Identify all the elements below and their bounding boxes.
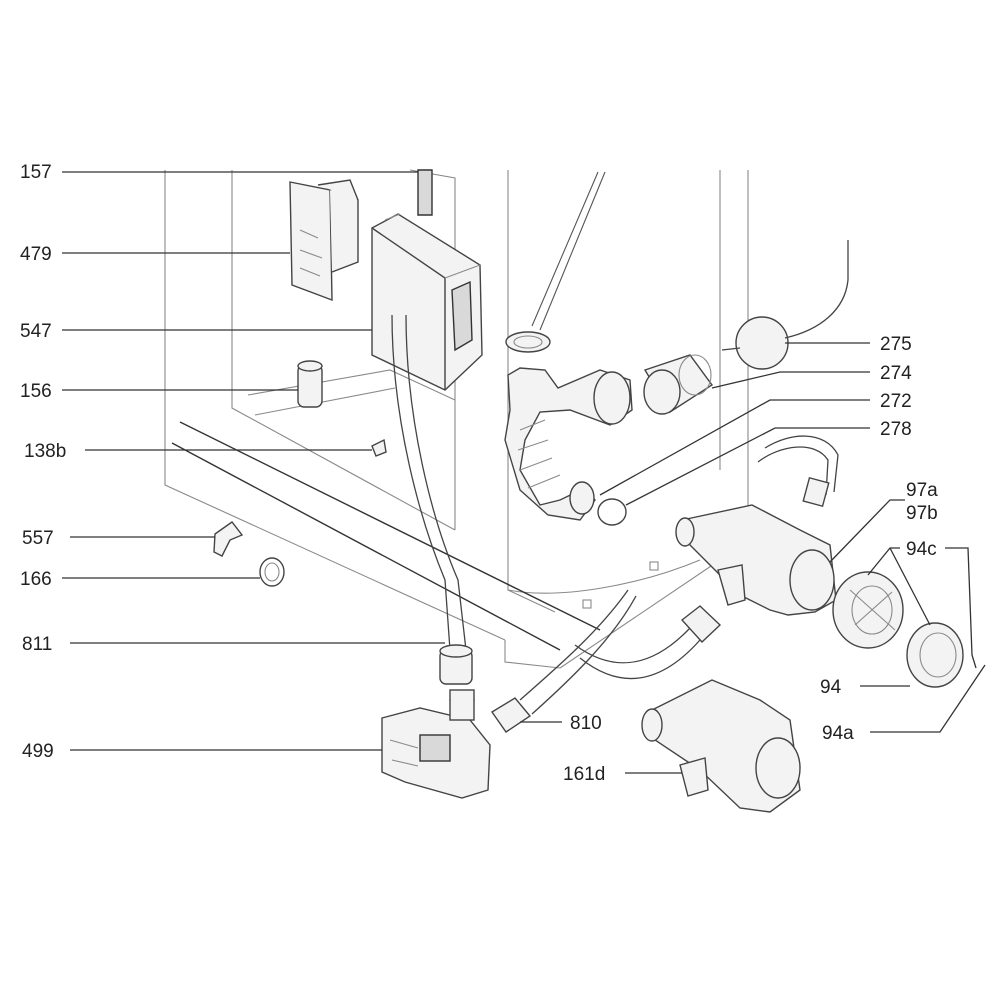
- callout-547: 547: [20, 321, 52, 342]
- part-166-ring: [259, 557, 285, 587]
- part-479-bracket: [289, 179, 359, 302]
- hose-long: [574, 611, 713, 680]
- leader-lines: [62, 171, 986, 774]
- part-810-connector: [490, 589, 637, 733]
- callout-97a: 97a: [906, 480, 938, 501]
- callout-479: 479: [20, 244, 52, 265]
- callout-94a: 94a: [822, 723, 854, 744]
- part-161d-pump: [641, 679, 801, 813]
- part-94c-filter: [832, 571, 904, 649]
- part-499-pump: [381, 689, 491, 799]
- part-557-clip: [213, 521, 244, 557]
- part-547-module-box: [371, 213, 483, 391]
- callout-272: 272: [880, 391, 912, 412]
- leader-94a: [870, 664, 986, 733]
- callout-94: 94: [820, 677, 842, 698]
- callout-97b: 97b: [906, 503, 938, 524]
- callout-274: 274: [880, 363, 912, 384]
- tube-right-end: [802, 476, 830, 508]
- callout-810: 810: [570, 713, 602, 734]
- part-811-cap: [439, 644, 473, 685]
- part-97-pump-housing: [675, 504, 837, 616]
- callout-161d: 161d: [563, 764, 605, 785]
- leader-97a: [829, 499, 905, 563]
- part-138b-clip: [371, 438, 387, 457]
- hose-long-end: [680, 605, 722, 643]
- wire-line: [531, 171, 606, 331]
- hose-811: [391, 314, 467, 651]
- leader-278: [625, 427, 870, 506]
- part-156-capacitor: [297, 360, 323, 408]
- leader-94c: [867, 547, 977, 669]
- callout-499: 499: [22, 741, 54, 762]
- tube-right: [757, 435, 839, 496]
- callout-labels: 157 479 547 156 138b 557 166 811 499 275…: [20, 162, 938, 785]
- part-94-knob: [906, 622, 964, 688]
- leader-272: [599, 399, 870, 496]
- callout-278: 278: [880, 419, 912, 440]
- callout-557: 557: [22, 528, 54, 549]
- part-275-switch: [721, 240, 849, 370]
- callout-275: 275: [880, 334, 912, 355]
- callout-166: 166: [20, 569, 52, 590]
- cabinet-outline: [164, 169, 749, 669]
- part-157-strip: [417, 169, 433, 216]
- callout-156: 156: [20, 381, 52, 402]
- part-274-cap: [643, 354, 714, 415]
- callout-811: 811: [22, 634, 52, 655]
- leader-274: [711, 371, 870, 389]
- part-sump-hose: [504, 331, 633, 526]
- callout-157: 157: [20, 162, 52, 183]
- callout-138b: 138b: [24, 441, 66, 462]
- callout-94c: 94c: [906, 539, 937, 560]
